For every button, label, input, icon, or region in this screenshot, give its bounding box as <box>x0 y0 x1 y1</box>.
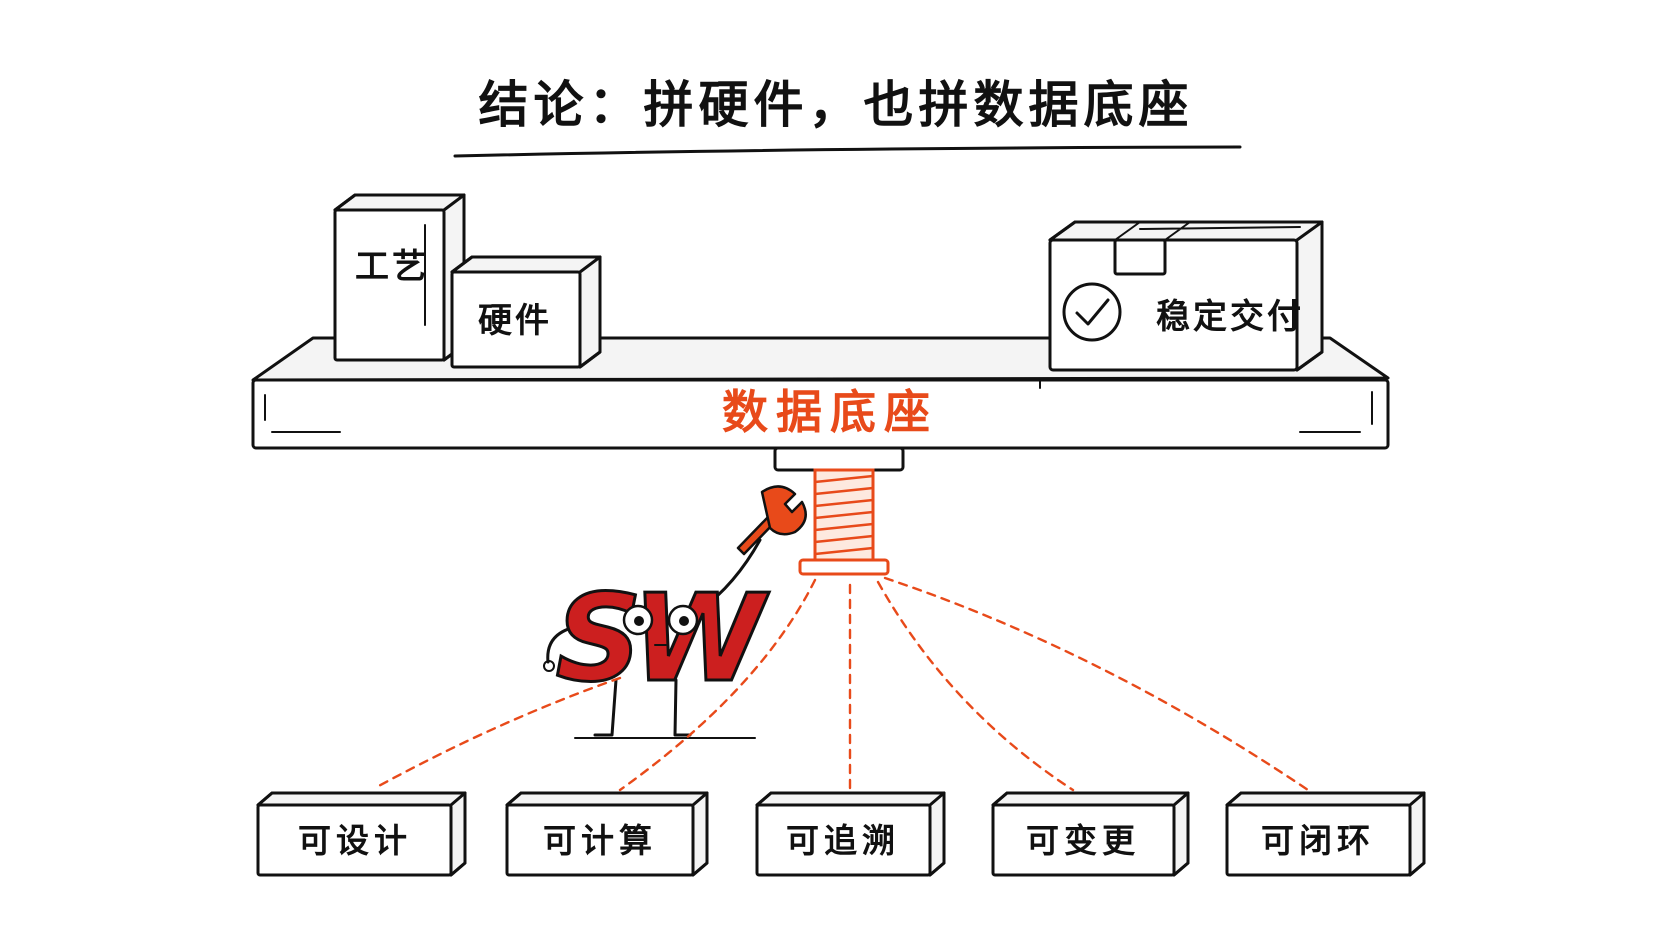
bolt-threads <box>813 474 875 556</box>
capability-label: 可追溯 <box>786 821 900 860</box>
capability-boxes: 可设计 可计算 可追溯 可变更 可闭环 <box>256 791 1426 877</box>
capability-box-compute <box>505 791 709 877</box>
connector-line <box>373 676 622 790</box>
check-icon <box>1062 282 1122 342</box>
delivery-box-label: 稳定交付 <box>1156 297 1304 337</box>
capability-label: 可变更 <box>1026 821 1140 860</box>
hardware-box-label: 硬件 <box>478 301 552 341</box>
capability-label: 可闭环 <box>1261 821 1375 860</box>
connector-lines <box>373 576 1310 792</box>
page-title: 结论：拼硬件，也拼数据底座 <box>479 76 1194 134</box>
connector-line <box>876 580 1075 792</box>
delivery-box <box>1048 220 1324 372</box>
bolt-icon <box>773 446 905 576</box>
connector-line <box>883 576 1310 792</box>
wrench-icon <box>736 485 807 556</box>
capability-label: 可设计 <box>298 821 412 860</box>
title-underline <box>453 145 1242 158</box>
capability-box-loop <box>1225 791 1426 877</box>
capability-box-trace <box>755 791 946 877</box>
mascot-logo: SW <box>556 570 770 709</box>
hardware-box <box>450 255 602 369</box>
craft-box-label: 工艺 <box>355 247 429 287</box>
capability-label: 可计算 <box>543 821 657 860</box>
connector-line <box>618 578 817 792</box>
capability-box-design <box>256 791 467 877</box>
mascot: SW <box>543 485 807 739</box>
capability-box-change <box>991 791 1190 877</box>
base-label: 数据底座 <box>722 385 938 439</box>
